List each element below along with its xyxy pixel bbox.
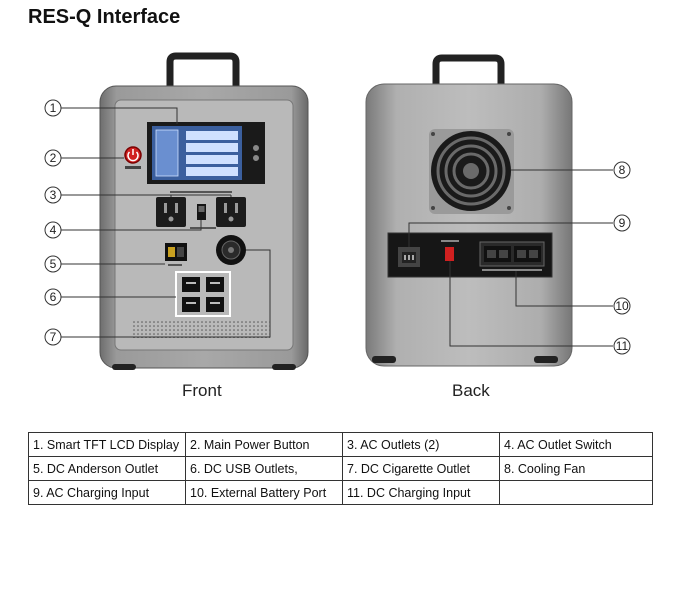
ac-switch-icon: [190, 204, 216, 229]
legend-cell: [499, 480, 653, 505]
callout-11: 11: [613, 337, 631, 355]
svg-text:1: 1: [50, 101, 57, 115]
legend-cell: 11. DC Charging Input: [342, 480, 500, 505]
lcd-display: [147, 122, 265, 184]
callout-2: 2: [44, 149, 62, 167]
leader-lines: [61, 107, 613, 347]
product-diagram: 1 2 3 4 5 6 7 8 9 10 11: [44, 52, 631, 370]
legend-cell: 4. AC Outlet Switch: [499, 432, 653, 457]
legend-cell: 5. DC Anderson Outlet: [28, 456, 186, 481]
svg-text:9: 9: [619, 216, 626, 230]
front-label: Front: [182, 381, 222, 400]
legend-cell: 3. AC Outlets (2): [342, 432, 500, 457]
callout-4: 4: [44, 221, 62, 239]
callout-10: 10: [613, 297, 631, 315]
page-title: RES-Q Interface: [28, 6, 181, 28]
legend-cell: 1. Smart TFT LCD Display: [28, 432, 186, 457]
callout-8: 8: [613, 161, 631, 179]
callout-3: 3: [44, 186, 62, 204]
callout-9: 9: [613, 214, 631, 232]
svg-text:11: 11: [616, 339, 629, 353]
legend-cell: 8. Cooling Fan: [499, 456, 653, 481]
table-row: 5. DC Anderson Outlet 6. DC USB Outlets,…: [28, 456, 653, 481]
dc-input-icon: [441, 240, 459, 261]
cooling-fan-icon: [429, 129, 514, 214]
back-unit: [365, 54, 573, 367]
usb-outlets-icon: [175, 271, 231, 317]
svg-text:3: 3: [50, 188, 57, 202]
callout-1: 1: [44, 99, 62, 117]
cigarette-outlet-icon: [216, 235, 246, 265]
svg-text:7: 7: [50, 330, 57, 344]
legend-cell: 9. AC Charging Input: [28, 480, 186, 505]
table-row: 9. AC Charging Input 10. External Batter…: [28, 480, 653, 505]
callout-7: 7: [44, 328, 62, 346]
ac-outlets-icon: [156, 191, 246, 227]
external-battery-port-icon: [479, 241, 545, 271]
callout-6: 6: [44, 288, 62, 306]
svg-text:2: 2: [50, 151, 57, 165]
table-row: 1. Smart TFT LCD Display 2. Main Power B…: [28, 432, 653, 457]
legend-table: 1. Smart TFT LCD Display 2. Main Power B…: [28, 432, 653, 505]
legend-cell: 10. External Battery Port: [185, 480, 343, 505]
svg-text:5: 5: [50, 257, 57, 271]
legend-cell: 7. DC Cigarette Outlet: [342, 456, 500, 481]
legend-cell: 6. DC USB Outlets,: [185, 456, 343, 481]
svg-text:10: 10: [615, 299, 629, 313]
legend-cell: 2. Main Power Button: [185, 432, 343, 457]
front-grille: [132, 320, 270, 338]
callout-5: 5: [44, 255, 62, 273]
front-unit: [99, 52, 309, 370]
svg-text:4: 4: [50, 223, 57, 237]
anderson-outlet-icon: [165, 243, 187, 266]
svg-text:8: 8: [619, 163, 626, 177]
power-button-icon: [124, 146, 142, 169]
svg-text:6: 6: [50, 290, 57, 304]
back-label: Back: [452, 381, 490, 400]
ac-input-icon: [398, 247, 420, 267]
